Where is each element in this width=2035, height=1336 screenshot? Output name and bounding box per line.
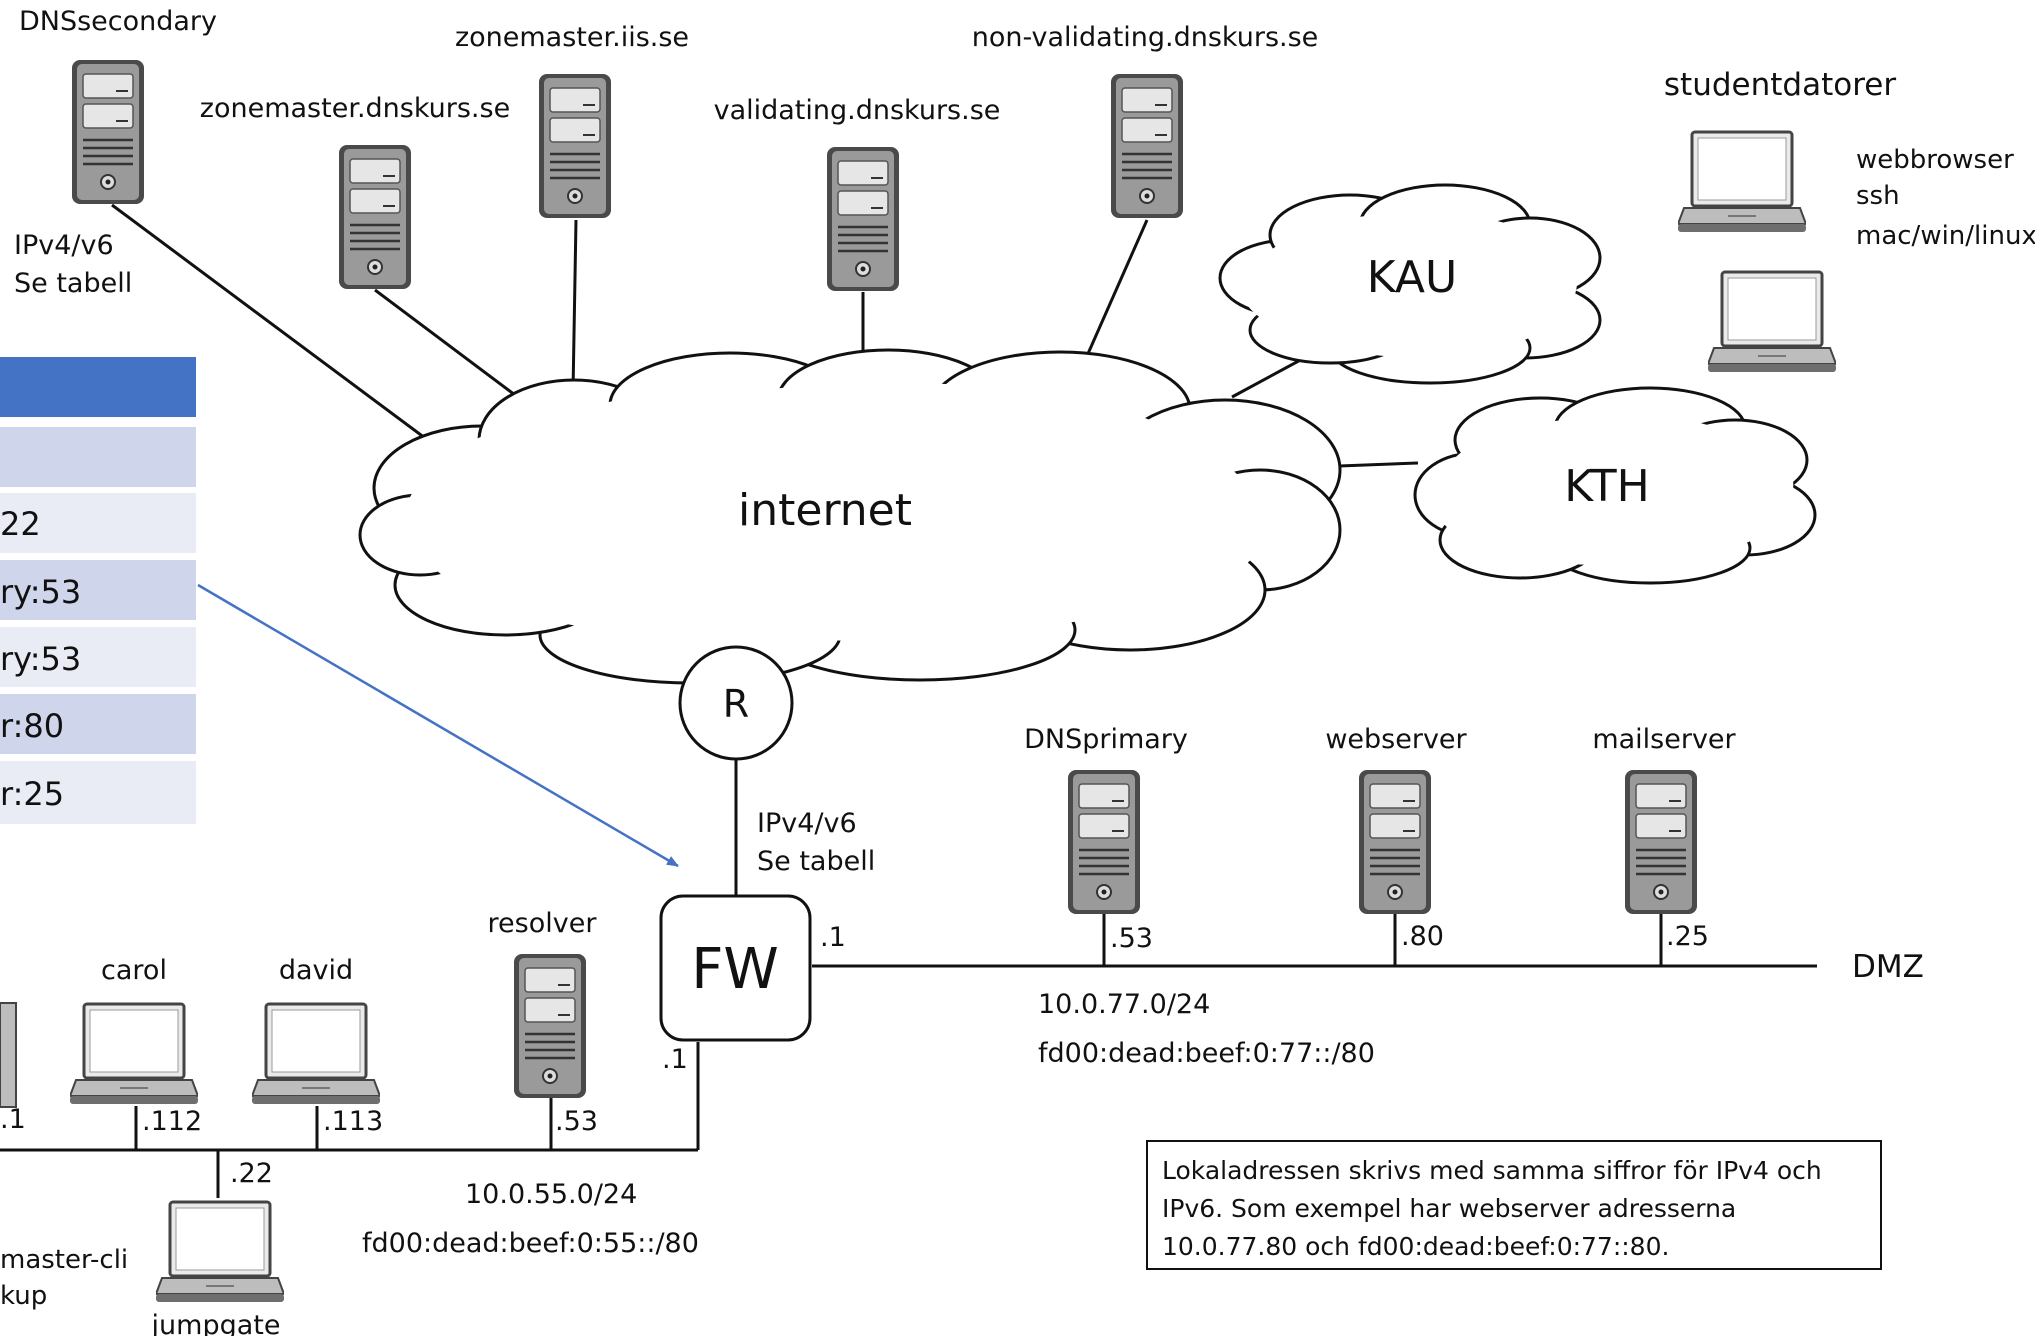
lan-net-v6: fd00:dead:beef:0:55::/80 [362, 1228, 699, 1259]
david-label: david [279, 955, 353, 986]
student-laptop-icon [1708, 270, 1836, 374]
dnsprimary-label: DNSprimary [1024, 724, 1188, 755]
router-addr-line1: IPv4/v6 [757, 808, 857, 839]
table-row [0, 694, 196, 754]
table-cell: ry:53 [0, 640, 81, 678]
mailserver-server-icon [1623, 768, 1699, 916]
partial-host-addr: .1 [0, 1104, 26, 1135]
uplinks [111, 203, 1419, 898]
lan-network [0, 1042, 700, 1198]
internet-cloud [358, 348, 1342, 685]
table-cell: ry:53 [0, 573, 81, 611]
dmz-net-v4: 10.0.77.0/24 [1038, 989, 1210, 1020]
internet-label: internet [738, 485, 912, 536]
jumpgate-label: jumpgate [151, 1310, 281, 1336]
non-validating-server-icon [1109, 72, 1185, 220]
dmz-label: DMZ [1852, 949, 1924, 985]
dnsprimary-addr: .53 [1110, 923, 1153, 954]
dmz-net-v6: fd00:dead:beef:0:77::/80 [1038, 1038, 1375, 1069]
table-header-row [0, 357, 196, 417]
table-row [0, 761, 196, 824]
lan-net-v4: 10.0.55.0/24 [465, 1179, 637, 1210]
resolver-addr: .53 [555, 1106, 598, 1137]
webserver-label: webserver [1325, 724, 1467, 755]
david-laptop-icon [252, 1002, 380, 1106]
non-validating-label: non-validating.dnskurs.se [972, 22, 1319, 53]
forwarding-table: 22 ry:53 ry:53 r:80 r:25 [0, 357, 196, 824]
firewall-icon [659, 894, 812, 1042]
partial-laptop-icon [0, 1002, 17, 1108]
partial-label: kup [0, 1281, 47, 1311]
dnsprimary-server-icon [1066, 768, 1142, 916]
table-cell: r:25 [0, 775, 64, 813]
student-laptop-icon [1678, 130, 1806, 234]
dnssecondary-server-icon [70, 58, 146, 206]
kau-cloud [1218, 183, 1602, 385]
note-line: Lokaladressen skrivs med samma siffror f… [1162, 1156, 1822, 1185]
validating-server-icon [825, 145, 901, 293]
note-line: 10.0.77.80 och fd00:dead:beef:0:77::80. [1162, 1232, 1670, 1261]
firewall-lan-if: .1 [662, 1044, 688, 1075]
students-note: mac/win/linux [1856, 221, 2035, 251]
router-addr-line2: Se tabell [757, 846, 875, 877]
secondary-addr-line2: Se tabell [14, 268, 132, 299]
students-title: studentdatorer [1664, 67, 1896, 103]
webserver-server-icon [1357, 768, 1433, 916]
partial-label: master-cli [0, 1245, 128, 1275]
table-cell: 22 [0, 505, 41, 543]
kth-cloud [1413, 386, 1817, 585]
firewall-dmz-if: .1 [820, 922, 846, 953]
carol-laptop-icon [70, 1002, 198, 1106]
router-label: R [723, 682, 749, 726]
table-row [0, 427, 196, 487]
table-cell: r:80 [0, 707, 64, 745]
zonemaster-dnskurs-server-icon [337, 143, 413, 291]
students-note: ssh [1856, 181, 1900, 211]
secondary-addr-line1: IPv4/v6 [14, 230, 114, 261]
dmz-network [812, 912, 1817, 968]
table-row [0, 493, 196, 553]
kau-label: KAU [1367, 252, 1457, 303]
dnssecondary-label: DNSsecondary [19, 6, 217, 37]
zonemaster-dnskurs-label: zonemaster.dnskurs.se [200, 93, 510, 124]
mailserver-addr: .25 [1666, 921, 1709, 952]
webserver-addr: .80 [1401, 921, 1444, 952]
students-note: webbrowser [1856, 145, 2014, 175]
kth-label: KTH [1564, 461, 1649, 512]
firewall-label: FW [691, 937, 779, 1002]
resolver-server-icon [512, 952, 588, 1100]
validating-label: validating.dnskurs.se [714, 95, 1001, 126]
table-row [0, 560, 196, 620]
router-icon [678, 645, 794, 761]
note-line: IPv6. Som exempel har webserver adresser… [1162, 1194, 1737, 1223]
jumpgate-addr: .22 [230, 1158, 273, 1189]
zonemaster-iis-label: zonemaster.iis.se [455, 22, 689, 53]
carol-label: carol [101, 955, 167, 986]
mailserver-label: mailserver [1592, 724, 1736, 755]
jumpgate-laptop-icon [156, 1200, 284, 1304]
david-addr: .113 [323, 1106, 383, 1137]
port-forward-arrow [197, 583, 679, 868]
carol-addr: .112 [142, 1106, 202, 1137]
table-row [0, 627, 196, 687]
zonemaster-iis-server-icon [537, 72, 613, 220]
address-note-box: Lokaladressen skrivs med samma siffror f… [1146, 1140, 1882, 1270]
resolver-label: resolver [488, 908, 598, 939]
